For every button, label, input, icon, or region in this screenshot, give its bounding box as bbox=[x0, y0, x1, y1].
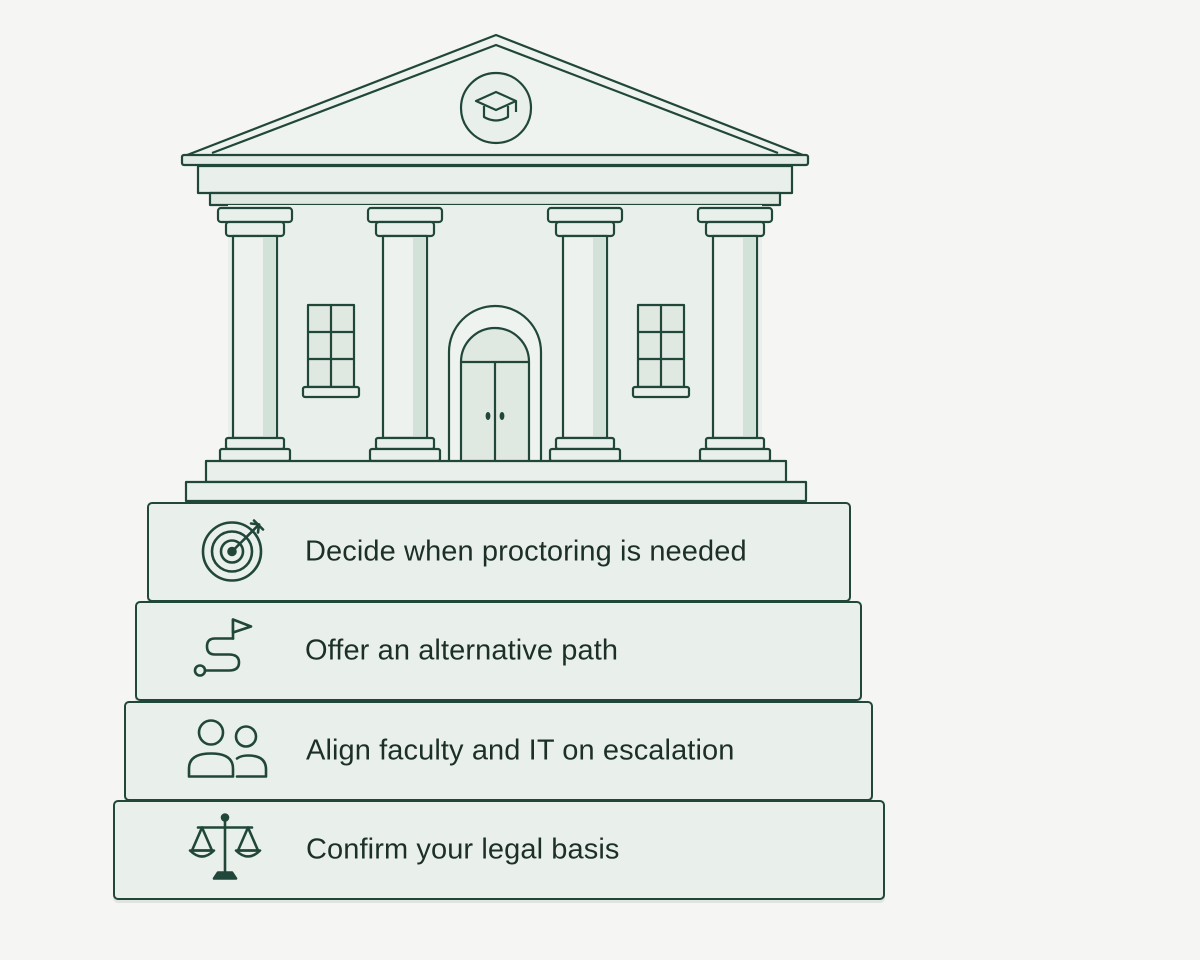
door bbox=[447, 304, 543, 461]
columns bbox=[216, 206, 774, 463]
step-label: Offer an alternative path bbox=[305, 634, 619, 667]
column bbox=[546, 206, 624, 463]
window bbox=[631, 303, 691, 399]
step-legal-basis: Confirm your legal basis bbox=[113, 800, 885, 900]
step-label: Confirm your legal basis bbox=[306, 833, 620, 866]
column bbox=[216, 206, 294, 463]
column bbox=[366, 206, 444, 463]
two-people-icon bbox=[187, 714, 271, 789]
step-label: Align faculty and IT on escalation bbox=[306, 734, 735, 767]
step-label: Decide when proctoring is needed bbox=[305, 535, 747, 568]
entablature bbox=[196, 164, 794, 207]
window bbox=[301, 303, 361, 399]
step-decide-proctoring: Decide when proctoring is needed bbox=[147, 502, 851, 602]
building-base bbox=[184, 459, 808, 503]
scales-of-justice-icon bbox=[188, 813, 262, 888]
graduation-cap-icon bbox=[459, 71, 533, 145]
step-alternative-path: Offer an alternative path bbox=[135, 601, 862, 701]
target-arrow-icon bbox=[199, 515, 269, 590]
step-align-faculty: Align faculty and IT on escalation bbox=[124, 701, 873, 801]
column bbox=[696, 206, 774, 463]
path-flag-icon bbox=[189, 614, 259, 689]
